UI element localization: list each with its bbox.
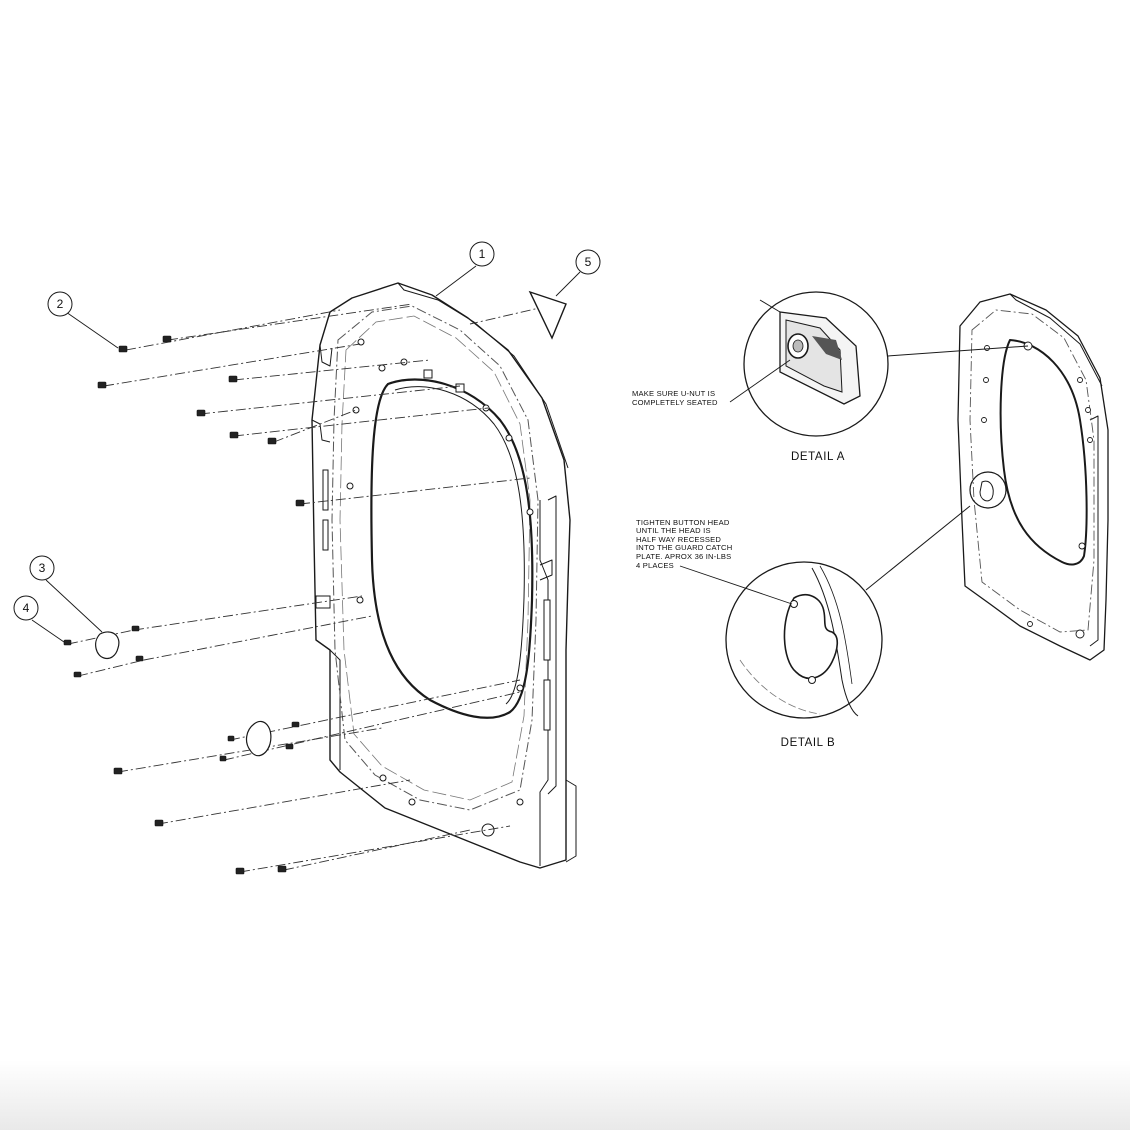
- svg-text:1: 1: [479, 247, 486, 261]
- callout-5: 5: [555, 249, 601, 297]
- front-panel-frame: [311, 282, 577, 869]
- panel-inner-ring-2: [339, 315, 531, 801]
- svg-text:HALF WAY RECESSED: HALF WAY RECESSED: [636, 535, 721, 544]
- callout-4: 4: [13, 595, 65, 643]
- detail-b-view: TIGHTEN BUTTON HEAD UNTIL THE HEAD IS HA…: [636, 471, 1007, 749]
- svg-text:PLATE. APROX 36 IN-LBS: PLATE. APROX 36 IN-LBS: [636, 552, 731, 561]
- svg-text:UNTIL THE HEAD IS: UNTIL THE HEAD IS: [636, 526, 711, 535]
- svg-text:MAKE SURE U-NUT IS: MAKE SURE U-NUT IS: [632, 389, 715, 398]
- guard-catch-plate-3: [95, 631, 120, 660]
- guard-catch-plate-lower: [245, 720, 272, 757]
- bottom-shadow: [0, 1060, 1130, 1130]
- svg-text:4 PLACES: 4 PLACES: [636, 561, 674, 570]
- svg-text:3: 3: [39, 561, 46, 575]
- panel-clips: [315, 369, 551, 731]
- detail-a-label: DETAIL A: [791, 451, 845, 463]
- svg-text:INTO THE GUARD CATCH: INTO THE GUARD CATCH: [636, 543, 732, 552]
- callout-1: 1: [435, 241, 495, 297]
- detail-b-label: DETAIL B: [781, 737, 836, 749]
- panel-inner-ring: [331, 305, 539, 811]
- svg-text:4: 4: [23, 601, 30, 615]
- screws: [63, 335, 305, 875]
- detail-a-view: MAKE SURE U-NUT IS COMPLETELY SEATED DET…: [632, 291, 1029, 463]
- svg-text:TIGHTEN BUTTON HEAD: TIGHTEN BUTTON HEAD: [636, 518, 730, 527]
- explode-lines: [67, 303, 549, 873]
- svg-text:COMPLETELY SEATED: COMPLETELY SEATED: [632, 398, 718, 407]
- spacer-part-5: [528, 290, 567, 340]
- svg-text:2: 2: [57, 297, 64, 311]
- callout-2: 2: [47, 291, 119, 349]
- assembled-inner-ring: [969, 309, 1095, 633]
- assembled-front-panel: [957, 293, 1109, 661]
- callout-3: 3: [29, 555, 103, 633]
- svg-text:5: 5: [585, 255, 592, 269]
- door-opening: [370, 378, 534, 719]
- door-opening-lip: [394, 386, 525, 705]
